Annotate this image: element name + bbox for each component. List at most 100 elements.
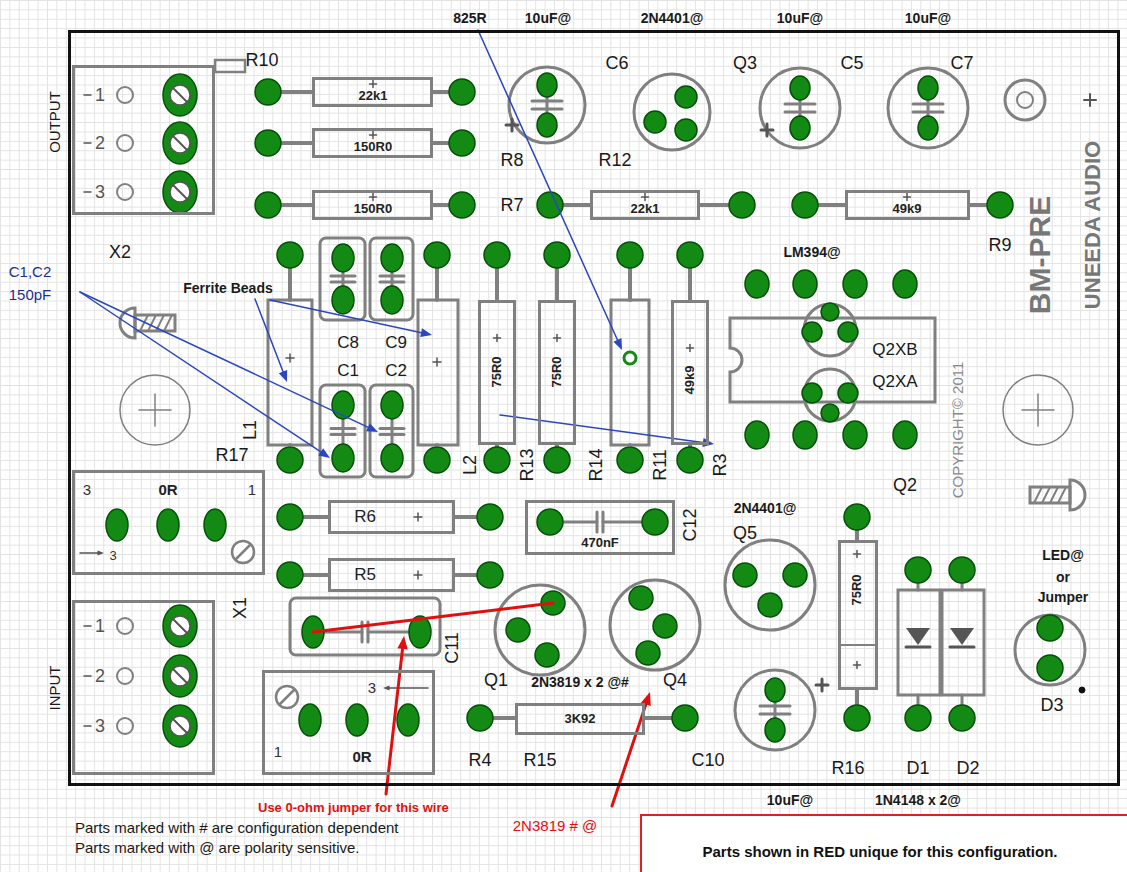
lead [368,631,409,634]
part-label: C10 [691,751,724,770]
solder-pad [535,643,559,667]
solder-pad [332,244,354,272]
solder-pad [802,322,822,342]
part-label: Q2XA [872,373,917,391]
solder-pad [821,303,839,321]
part-label: 2N4401@ [641,11,704,26]
capacitor-plate [331,281,355,284]
part-label: 2N4401@ [734,501,797,516]
part-label: R11 [651,449,670,481]
screw-head [170,182,190,202]
polarity-mark [906,194,908,201]
screw-hatch [1050,487,1058,503]
solder-pad [157,509,179,541]
solder-pad [918,76,938,100]
screw-symbol [1030,487,1070,503]
resistor-body: 150R0 [312,190,433,220]
solder-pad [802,383,822,403]
part-value: 470nF [581,536,619,550]
part-label: C9 [385,334,407,352]
led-dot [1079,687,1085,693]
jumper-wire [313,603,553,632]
board-marking: BM-PRE [1024,196,1056,314]
leader-line [80,292,322,453]
part-value: 22k1 [631,202,660,216]
screw-slot [173,719,187,733]
part-label: R15 [523,751,556,770]
pin-tick [84,725,91,727]
part-label: L1 [241,420,260,440]
part-label: Q2XB [872,341,917,359]
screw-head [170,666,190,686]
part-value: 1 [95,86,105,105]
part-label: 150pF [9,287,52,303]
note-text: Parts marked with @ are polarity sensiti… [75,840,360,856]
capacitor-plate [380,427,404,430]
resistor-body: 49k9 [845,190,970,220]
part-label: C5 [840,54,863,73]
part-label: C12 [681,508,700,541]
part-label: or [1056,570,1070,585]
transistor-outline [495,585,585,675]
arrow-head [279,370,287,382]
part-label: Ferrite Beads [183,281,272,296]
arrow-head [420,328,432,337]
transistor-outline [610,580,700,670]
solder-pad [397,704,419,736]
part-value: 1 [248,482,256,498]
part-label: LED@ [1042,548,1084,563]
part-label: X2 [109,243,131,262]
solder-pad [544,447,570,473]
resistor-body: R5 [328,558,455,592]
part-value: 3 [109,549,116,563]
adjust-screw [276,686,298,708]
electrolytic-outline [888,68,968,148]
transistor-outline [725,540,815,630]
solder-pad [905,557,931,583]
solder-pad [653,614,677,638]
resistor-body: 75R0 [538,300,576,445]
polarity-mark [511,119,514,131]
solder-pad [793,421,817,449]
polarity-mark [766,124,769,136]
ferrite-bead-body [418,300,458,445]
resistor-body: 3K92 [515,703,645,735]
polarity-mark [372,81,374,88]
solder-pad [1037,655,1063,681]
solder-pad [677,447,703,473]
part-label: C6 [605,54,628,73]
screw-slot [280,690,294,704]
solder-pad [843,421,867,449]
solder-pad [844,504,870,530]
solder-pad [733,563,757,587]
terminal-hole [117,718,133,734]
solder-pad [783,563,807,587]
terminal-hole [117,618,133,634]
resistor-body: 75R0 [478,300,516,445]
pin-tick [84,142,91,144]
terminal-tab [215,60,245,72]
leader-line [612,703,646,806]
solder-pad [255,79,281,105]
screw-head [170,85,190,105]
lead [563,521,597,524]
fiducial-ring [1005,80,1045,120]
solder-pad [758,593,782,617]
solder-pad [381,286,403,314]
part-label: 10uF@ [767,793,813,808]
screw-symbol [1070,480,1085,510]
electrolytic-outline [760,68,840,148]
part-value: 75R0 [550,356,564,387]
solder-pad [477,504,503,530]
part-label: R9 [988,236,1011,255]
part-label: C8 [337,334,359,352]
part-label: Q5 [733,524,757,543]
part-label: D2 [956,759,979,778]
solder-pad [745,270,769,298]
solder-pad [729,192,755,218]
pcb-board: BM-PREUNEEDA AUDIOCOPYRIGHT© 201112322k1… [68,30,1120,786]
capacitor-plate [380,281,404,284]
capacitor-plate [532,108,562,111]
solder-pad [544,242,570,268]
mounting-hole [120,375,190,445]
